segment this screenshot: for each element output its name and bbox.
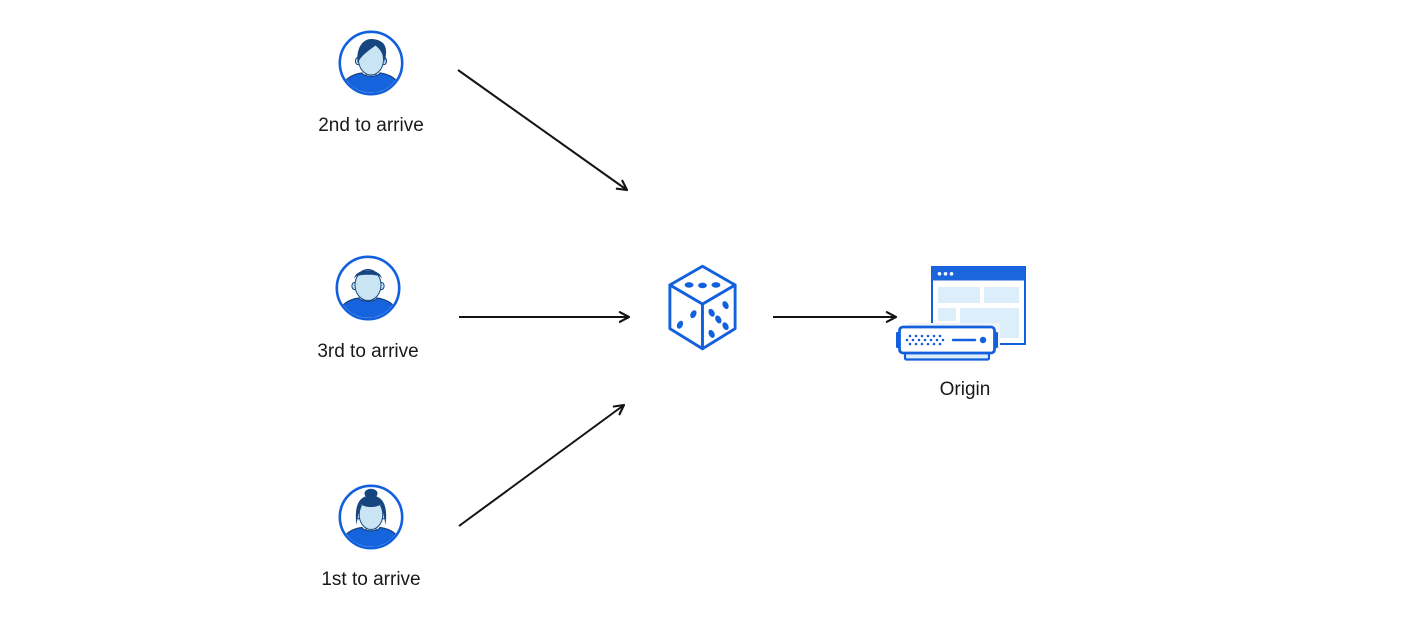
- server-appliance-icon: [896, 323, 1000, 361]
- label-visitor-2nd: 2nd to arrive: [318, 115, 424, 136]
- origin-server-appliance-icon: [896, 323, 1000, 361]
- avatar-man-short-hair-icon: [335, 255, 401, 321]
- node-random-selector: [667, 263, 738, 352]
- avatar-woman-bun-icon: [338, 484, 404, 550]
- label-visitor-1st: 1st to arrive: [321, 569, 421, 590]
- edge-1st-to-dice: [458, 403, 626, 527]
- avatar-man-swept-hair-icon: [338, 30, 404, 96]
- dice-icon: [668, 264, 737, 351]
- label-origin: Origin: [939, 379, 991, 400]
- edge-2nd-to-dice: [457, 69, 629, 192]
- node-visitor-2nd: [338, 30, 404, 96]
- label-visitor-3rd: 3rd to arrive: [317, 341, 419, 362]
- node-visitor-3rd: [335, 255, 401, 321]
- node-visitor-1st: [338, 484, 404, 550]
